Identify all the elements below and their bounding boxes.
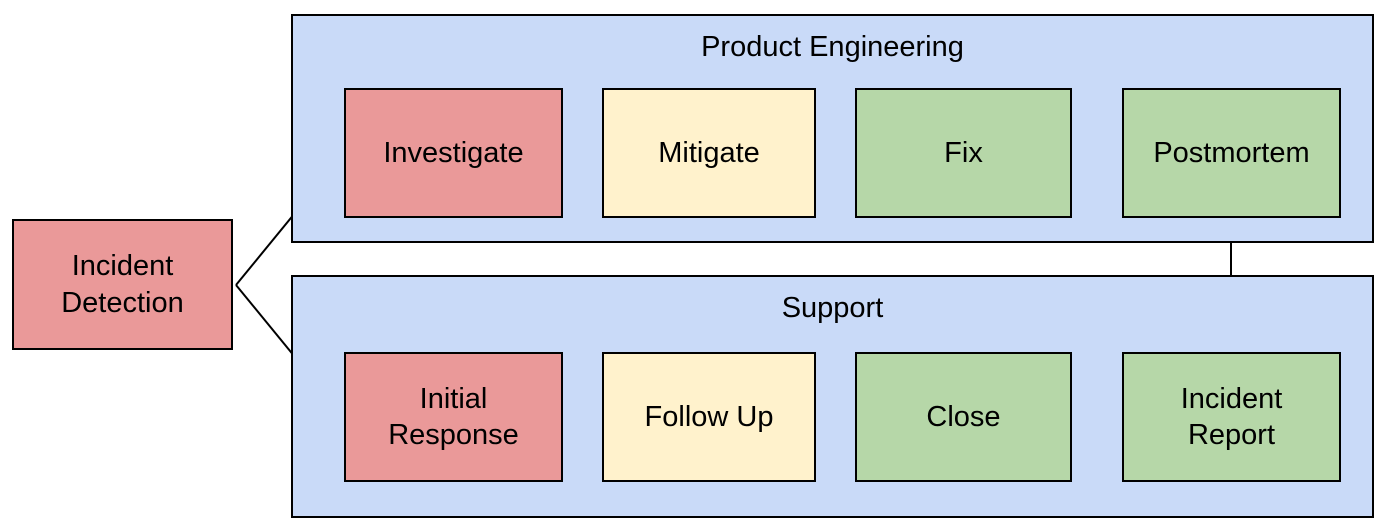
node-close: Close	[855, 352, 1072, 482]
node-incident-detection: Incident Detection	[12, 219, 233, 350]
node-incident-report: Incident Report	[1122, 352, 1341, 482]
node-initial-response: Initial Response	[344, 352, 563, 482]
lane-title-support: Support	[781, 292, 884, 324]
node-mitigate: Mitigate	[602, 88, 816, 218]
node-investigate: Investigate	[344, 88, 563, 218]
node-postmortem: Postmortem	[1122, 88, 1341, 218]
node-follow-up: Follow Up	[602, 352, 816, 482]
lane-product-engineering: Product Engineering Investigate Mitigate…	[291, 14, 1374, 243]
lane-support: Support Initial Response Follow Up Close…	[291, 275, 1374, 518]
node-fix: Fix	[855, 88, 1072, 218]
lane-title-product-engineering: Product Engineering	[701, 31, 964, 63]
